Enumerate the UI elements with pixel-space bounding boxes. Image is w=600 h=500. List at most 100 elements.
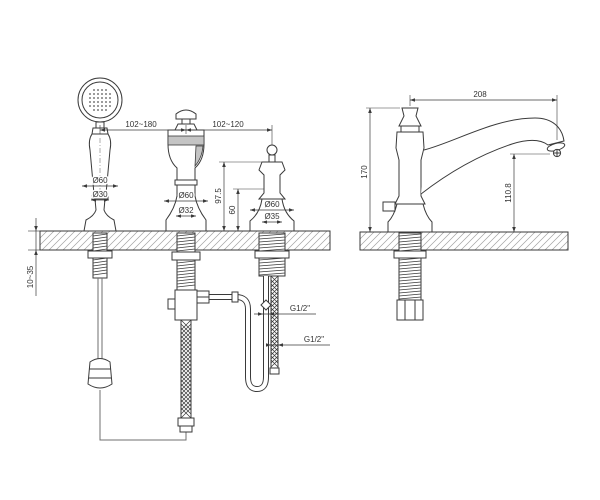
braid-line (180, 399, 192, 411)
hose-weight (87, 358, 113, 389)
spray-nozzle (97, 93, 99, 95)
thread-line (398, 245, 422, 249)
braid-line (270, 287, 279, 296)
deck-hatch-line (216, 230, 237, 251)
thread-line (398, 278, 422, 282)
crossover-coupling (231, 291, 239, 303)
mixer-body-ring (174, 179, 198, 186)
dimension-arrowhead (186, 128, 191, 132)
braid-line (180, 327, 192, 339)
braid-line (270, 295, 279, 304)
deck-hatch-line (537, 231, 557, 251)
deck-hatch-line (495, 231, 515, 251)
label-handle-shank-diameter: Ø35 (264, 212, 280, 221)
spray-nozzle (109, 101, 111, 103)
spray-nozzle (93, 101, 95, 103)
braid-line (180, 395, 192, 407)
deck-hatch-line (516, 231, 536, 251)
spray-nozzle (97, 97, 99, 99)
deck-hatch-line (69, 230, 90, 251)
deck-hatch-line (530, 231, 550, 251)
deck-hatch-line (286, 230, 307, 251)
braid-line (180, 383, 192, 395)
braid-line (180, 363, 192, 375)
dimension-arrowhead (222, 162, 226, 167)
spray-nozzle (105, 93, 107, 95)
spout-bottom-nut (396, 299, 424, 321)
deck-hatch-line (460, 231, 480, 251)
dimension-arrowhead (176, 214, 181, 218)
thread-line (92, 245, 108, 249)
thread-line (176, 278, 196, 282)
thread-line (176, 272, 196, 276)
deck-hatch-line (307, 230, 328, 251)
thread-line (176, 263, 196, 267)
thread-line (398, 236, 422, 240)
deck-hatch-line (369, 231, 389, 251)
braid-line (270, 291, 279, 300)
deck-hatch-line (132, 230, 153, 251)
thread-line (258, 272, 286, 276)
braid-line (180, 375, 192, 387)
shower-hose-route (99, 390, 187, 441)
deck-hatch-line (446, 231, 466, 251)
mixer-mounting-nut (171, 251, 201, 261)
thread-line (398, 275, 422, 279)
label-spout-reach: 208 (473, 90, 487, 99)
deck-hatch-line (453, 231, 473, 251)
braid-line (270, 359, 279, 368)
dimension-arrowhead (410, 98, 415, 102)
dimension-arrowhead (250, 208, 255, 212)
spray-nozzle (109, 93, 111, 95)
deck-hatch-line (509, 231, 529, 251)
thread-line (176, 248, 196, 252)
thread-line (258, 236, 286, 240)
thread-line (176, 239, 196, 243)
deck-hatch-line (467, 231, 487, 251)
braid-line (180, 387, 192, 399)
braid-line (180, 355, 192, 367)
deck-hatch-line (153, 230, 174, 251)
deck-hatch-line (39, 230, 55, 246)
thread-line (398, 296, 422, 300)
braid-line (180, 323, 192, 335)
spray-nozzle (101, 89, 103, 91)
side-handle-ring (400, 125, 420, 133)
dimension-arrowhead (191, 214, 196, 218)
thread-line (92, 236, 108, 240)
spray-nozzle (97, 109, 99, 111)
mixer-base (165, 195, 207, 232)
dimension-arrowhead (34, 250, 38, 255)
thread-line (176, 269, 196, 273)
dimension-arrowhead (269, 312, 274, 316)
crossover-pipe-bore (209, 276, 268, 391)
braid-line (270, 351, 279, 360)
deck-hatch-line (432, 231, 452, 251)
deck-hatch-line (230, 230, 251, 251)
braid-line (180, 391, 192, 403)
thread-line (176, 233, 196, 237)
thread-line (258, 269, 286, 273)
thread-line (92, 266, 108, 270)
spray-nozzle (109, 105, 111, 107)
thread-line (92, 233, 108, 237)
thread-line (176, 242, 196, 246)
deck-hatch-line (359, 231, 375, 247)
holder-base (83, 198, 117, 232)
diverter-block (174, 289, 198, 321)
braid-line (270, 335, 279, 344)
braid-line (180, 331, 192, 343)
spray-nozzle (97, 105, 99, 107)
supply-fitting (260, 299, 272, 311)
thread-line (92, 263, 108, 267)
deck-hatch-line (39, 230, 48, 239)
spray-nozzle (105, 89, 107, 91)
diverter-side-port (167, 298, 176, 310)
dimension-arrowhead (203, 199, 208, 203)
braid-line (180, 379, 192, 391)
label-hose-thread: G1/2" (304, 335, 324, 344)
deck-section-side (359, 231, 569, 251)
braid-line (270, 315, 279, 324)
thread-line (398, 272, 422, 276)
spray-nozzle (101, 93, 103, 95)
